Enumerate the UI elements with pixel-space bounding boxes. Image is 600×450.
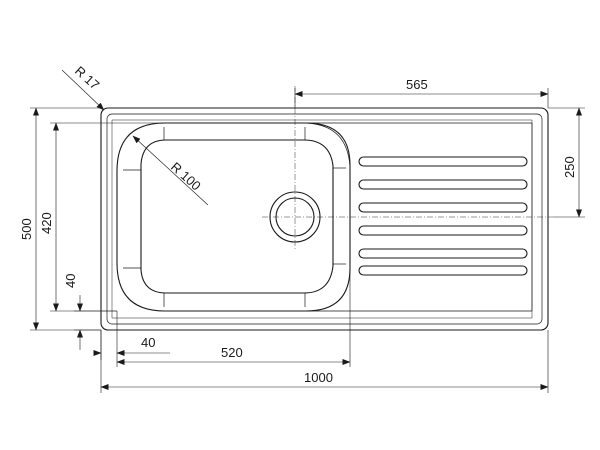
- bowl-rim: [116, 122, 351, 312]
- drainer: [305, 122, 533, 312]
- dimension-bowl-offset-front: 40: [63, 274, 117, 350]
- bowl-radius-label: R 100: [168, 159, 204, 193]
- sink-inner-rim: [106, 113, 543, 325]
- bowl-bottom: [140, 139, 334, 294]
- drainer-depth-label: 250: [562, 156, 577, 178]
- dimension-overall-depth: 500: [19, 107, 101, 331]
- overall-depth-label: 500: [19, 218, 34, 240]
- corner-radius-label: R 17: [72, 63, 102, 93]
- sink-outer-rim: [100, 107, 549, 331]
- drainer-width-label: 565: [406, 77, 428, 92]
- dimension-bowl-offset-left: 40: [93, 330, 170, 360]
- drainer-groove: [358, 265, 528, 276]
- sink-body: [100, 107, 549, 331]
- drainer-edge: [111, 119, 533, 319]
- bowl-width-label: 520: [221, 345, 243, 360]
- drainer-groove: [358, 202, 528, 213]
- dimension-bowl-radius: R 100: [132, 135, 209, 206]
- bowl-offset-left-label: 40: [141, 335, 155, 350]
- dimension-overall-width: 1000: [100, 330, 549, 393]
- dimension-drainer-width: 565: [294, 77, 549, 108]
- drainer-groove: [358, 179, 528, 190]
- dimension-corner-radius: R 17: [61, 63, 105, 111]
- bowl-offset-front-label: 40: [63, 274, 78, 288]
- drainer-groove: [358, 248, 528, 259]
- drainer-groove: [358, 156, 528, 167]
- overall-width-label: 1000: [304, 370, 333, 385]
- dimension-bowl-width: 520: [116, 268, 351, 367]
- dimension-bowl-depth: 420: [39, 122, 165, 312]
- center-lines: [262, 86, 554, 250]
- drainer-groove: [358, 225, 528, 236]
- dimension-drainer-depth: 250: [548, 107, 585, 218]
- bowl-depth-label: 420: [39, 212, 54, 234]
- bowl: [116, 122, 351, 312]
- drainer-grooves: [358, 156, 528, 276]
